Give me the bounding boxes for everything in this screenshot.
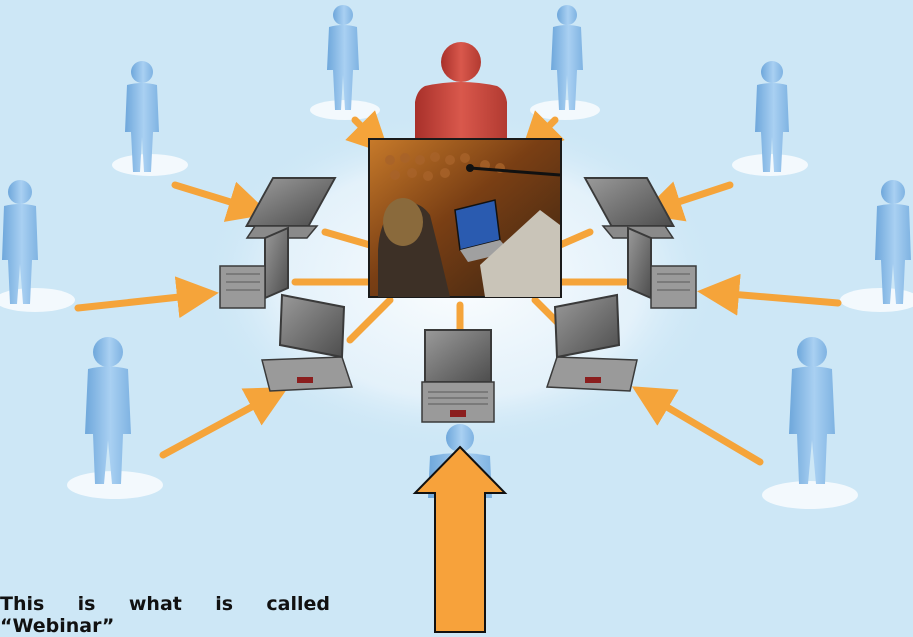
arrow-left-2 [74,276,219,319]
laptop-icon [261,293,354,392]
laptop-icon [421,329,495,423]
arrow-right-1 [640,181,734,222]
arrow-left-3 [159,386,289,459]
arrow-left-1 [171,181,271,222]
arrow-top-left-1 [345,110,390,155]
person-blue-icon [789,337,835,484]
laptop-icon [244,177,337,239]
person-blue-icon [85,337,131,484]
person-blue-icon [551,5,583,110]
person-blue-icon [2,180,38,304]
caption-text: This is what is called “Webinar” [0,593,330,637]
person-blue-icon [327,5,359,110]
caption-line-2: “Webinar” [0,615,115,637]
laptop-icon [219,226,289,309]
laptop-icon [545,293,638,392]
arrow-right-3 [631,386,764,466]
person-blue-icon [125,61,159,172]
arrow-top-right-1 [520,110,565,155]
laptop-icon [627,226,697,309]
highlight-arrow-up [412,445,508,633]
arrow-right-2 [697,273,842,316]
person-red-icon [415,42,507,142]
caption-line-1: This is what is called [0,593,330,615]
person-blue-icon [875,180,911,304]
presenter-at-podium-photo [368,138,562,298]
laptops [219,177,697,423]
attendees [2,5,911,498]
connection-arrows [74,110,842,466]
person-blue-icon [755,61,789,172]
